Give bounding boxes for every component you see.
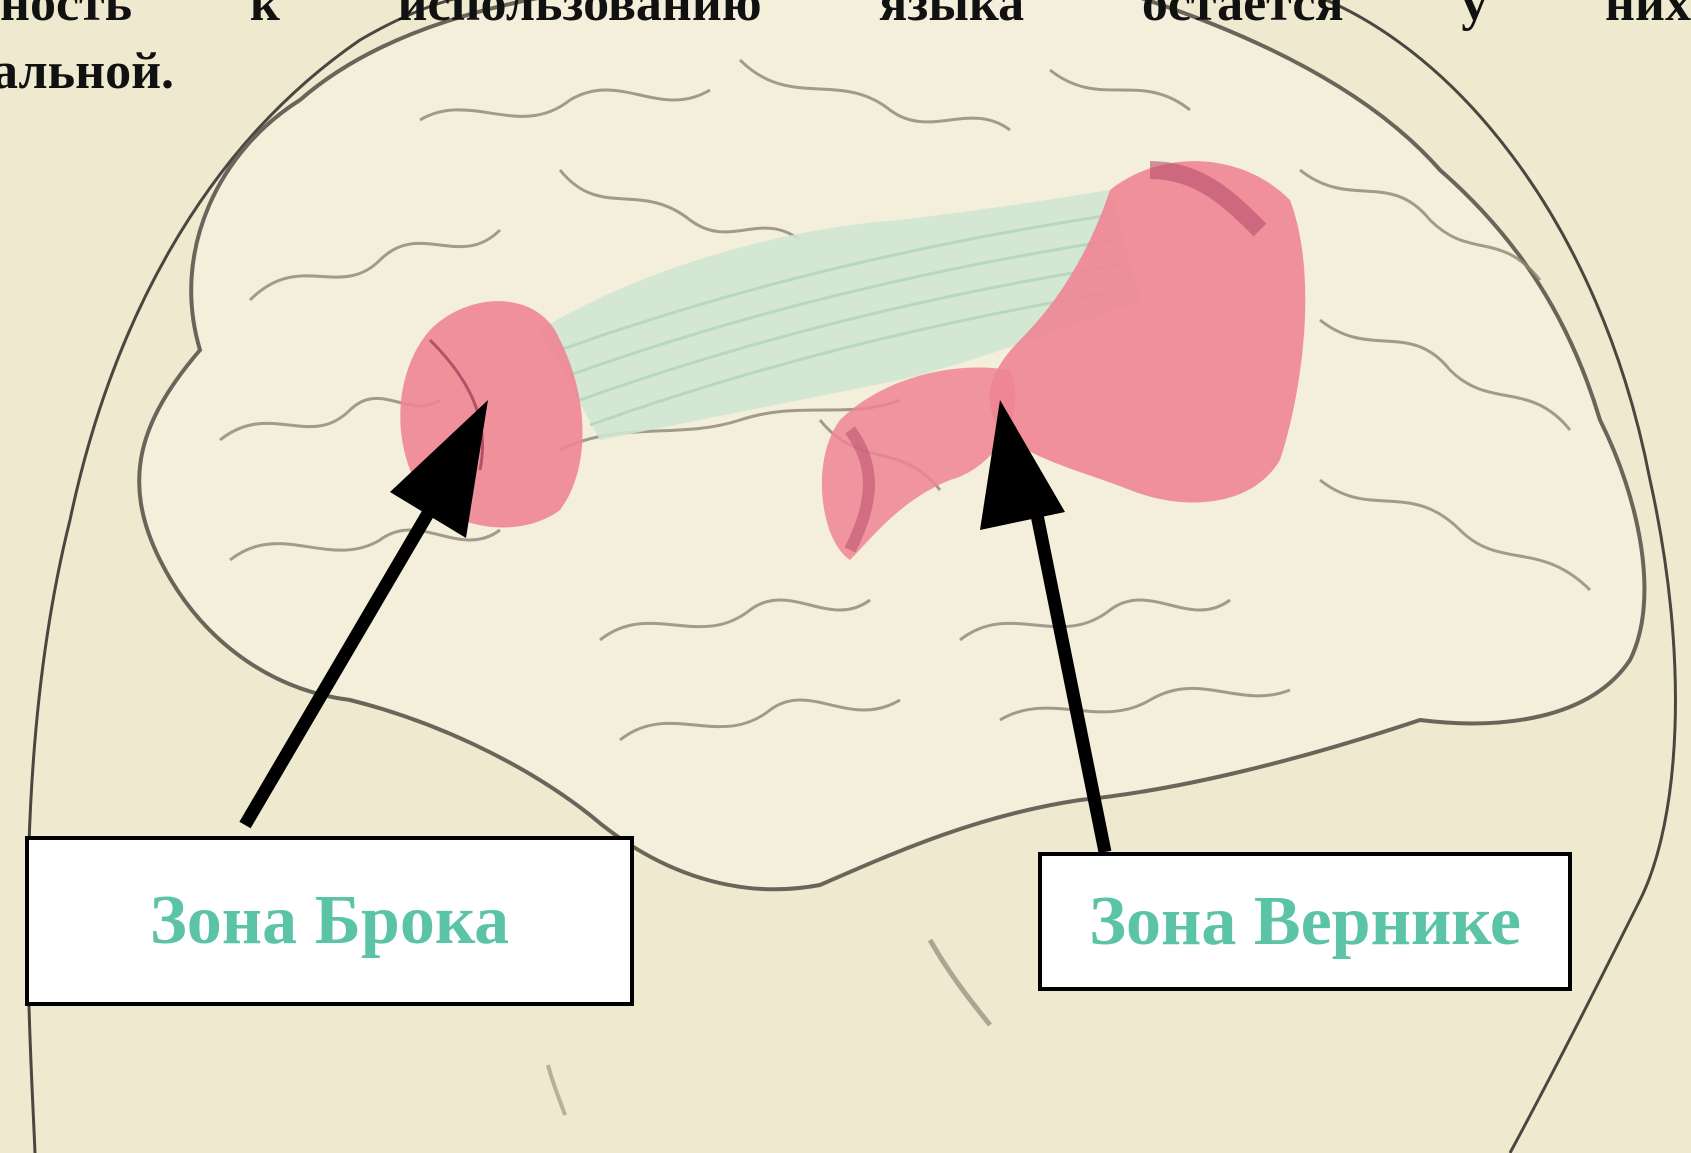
header-word: использованию: [398, 0, 762, 30]
header-word: них: [1605, 0, 1691, 30]
header-text-line-1: ность к использованию языка остается у н…: [0, 0, 1691, 30]
neck-line-2: [548, 1065, 565, 1115]
wernicke-label: Зона Вернике: [1089, 882, 1521, 962]
header-word: языка: [879, 0, 1024, 30]
header-word: к: [250, 0, 280, 30]
neck-line: [930, 940, 990, 1025]
header-word: остается: [1142, 0, 1344, 30]
header-word: у: [1461, 0, 1487, 30]
header-word: ность: [0, 0, 132, 30]
wernicke-label-box: Зона Вернике: [1038, 852, 1572, 991]
broca-label-box: Зона Брока: [25, 836, 634, 1006]
header-text-line-2: альной.: [0, 46, 174, 98]
broca-label: Зона Брока: [150, 881, 509, 961]
